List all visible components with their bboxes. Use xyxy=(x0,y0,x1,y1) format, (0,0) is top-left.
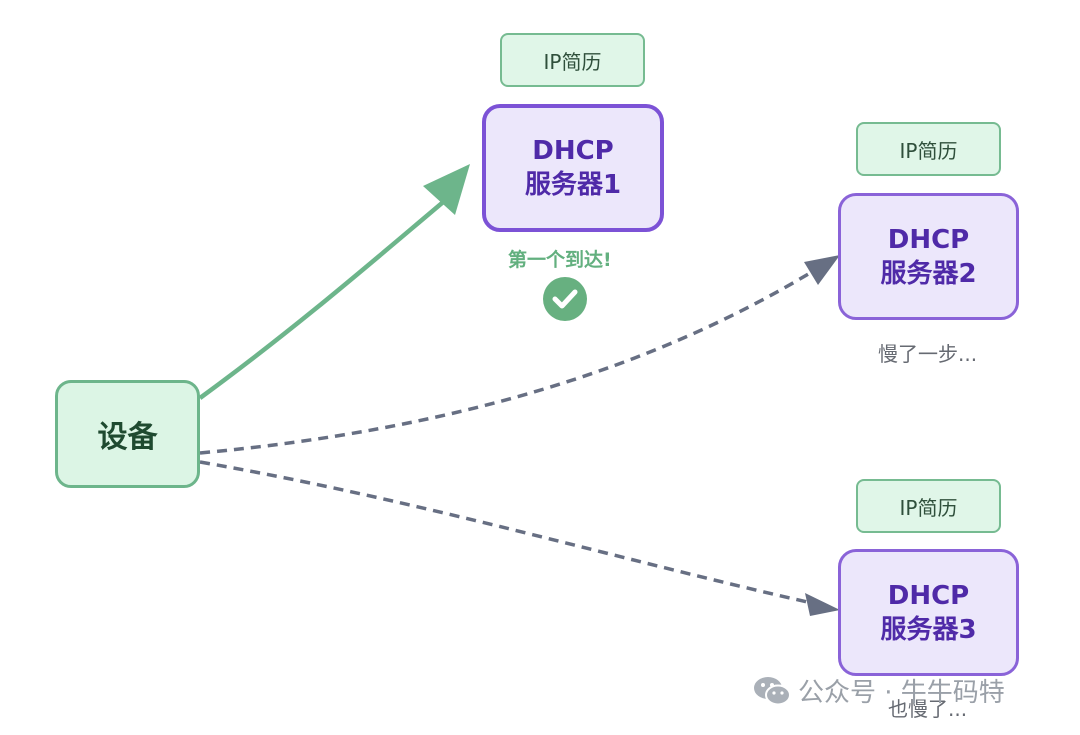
server-name-line2: 服务器2 xyxy=(880,258,977,289)
check-circle-icon xyxy=(543,277,587,321)
status-too-slow: 慢了一步... xyxy=(878,342,978,366)
ip-lease-server-3: IP简历 xyxy=(856,479,1001,533)
watermark: 公众号 · 牛牛码特 xyxy=(752,672,1005,709)
ip-lease-label: IP简历 xyxy=(899,495,958,520)
arrowhead-server-2 xyxy=(804,255,840,285)
ip-lease-server-1: IP简历 xyxy=(500,33,645,87)
status-first-arrival: 第一个到达! xyxy=(508,249,612,271)
server-name-line2: 服务器3 xyxy=(880,614,977,645)
ip-lease-label: IP简历 xyxy=(899,138,958,163)
dhcp-server-2: DHCP 服务器2 xyxy=(838,193,1019,320)
arrowhead-server-3 xyxy=(805,593,840,616)
server-name-line1: DHCP xyxy=(887,224,970,255)
arrow-to-server-2 xyxy=(199,268,816,455)
watermark-text: 公众号 · 牛牛码特 xyxy=(798,678,1005,708)
status-also-slow: 也慢了... xyxy=(888,697,968,721)
device-node: 设备 xyxy=(55,380,200,488)
wechat-icon xyxy=(754,676,791,705)
server-name-line1: DHCP xyxy=(887,580,970,611)
ip-lease-label: IP简历 xyxy=(543,49,602,74)
arrow-to-server-1 xyxy=(198,196,450,400)
device-label: 设备 xyxy=(97,420,158,455)
server-name-line1: DHCP xyxy=(532,136,614,166)
arrowhead-server-1 xyxy=(423,164,470,215)
server-name-line2: 服务器1 xyxy=(524,170,622,200)
dhcp-server-3: DHCP 服务器3 xyxy=(838,549,1019,676)
ip-lease-server-2: IP简历 xyxy=(856,122,1001,176)
arrow-to-server-3 xyxy=(199,460,813,605)
dhcp-server-1: DHCP 服务器1 xyxy=(482,104,664,232)
